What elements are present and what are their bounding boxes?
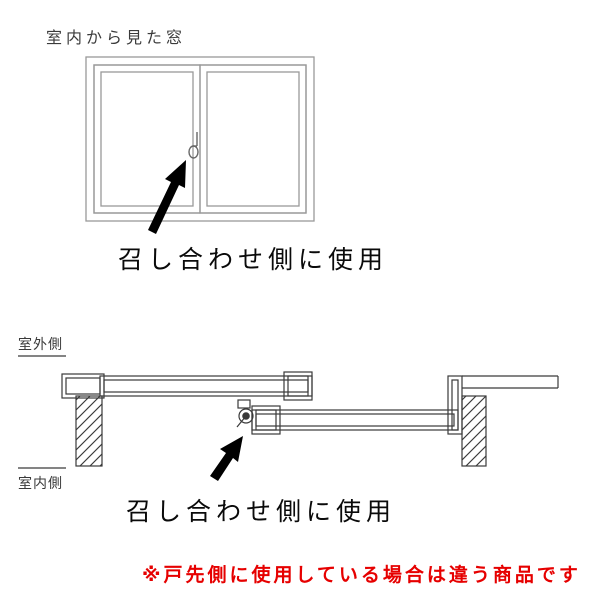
window-outer-frame — [85, 56, 315, 222]
inner-sash-profile — [251, 405, 459, 435]
right-jamb-profile — [447, 375, 463, 435]
outer-sash-profile — [99, 371, 313, 401]
window-left-glass-line — [100, 71, 194, 207]
indoor-side-label: 室内側 — [18, 475, 63, 491]
pointer-arrow-top — [148, 160, 186, 234]
footnote: ※戸先側に使用している場合は違う商品です — [142, 565, 581, 586]
pointer-arrow-bottom — [210, 436, 243, 481]
crescent-lock-icon — [188, 132, 199, 159]
drawing-title: 室内から見た窓 — [46, 30, 187, 47]
lock-keeper — [237, 399, 251, 409]
outdoor-side-label: 室外側 — [18, 336, 63, 352]
left-jamb-profile — [61, 373, 105, 399]
caption-top: 召し合わせ側に使用 — [118, 246, 389, 274]
outer-meeting-stile — [283, 371, 313, 401]
right-wall-hatch — [461, 395, 487, 467]
lock-body — [238, 408, 254, 424]
lock-mechanism — [236, 399, 254, 428]
window-elevation-drawing — [85, 56, 315, 222]
window-left-sash — [93, 64, 201, 214]
right-frame-head — [462, 375, 559, 389]
window-right-glass-line — [206, 71, 300, 207]
lock-lever — [236, 415, 247, 428]
left-wall-outline — [75, 395, 103, 467]
left-wall-hatch — [75, 395, 103, 467]
section-drawing — [18, 355, 559, 469]
window-right-sash — [199, 64, 307, 214]
caption-bottom: 召し合わせ側に使用 — [126, 498, 397, 526]
